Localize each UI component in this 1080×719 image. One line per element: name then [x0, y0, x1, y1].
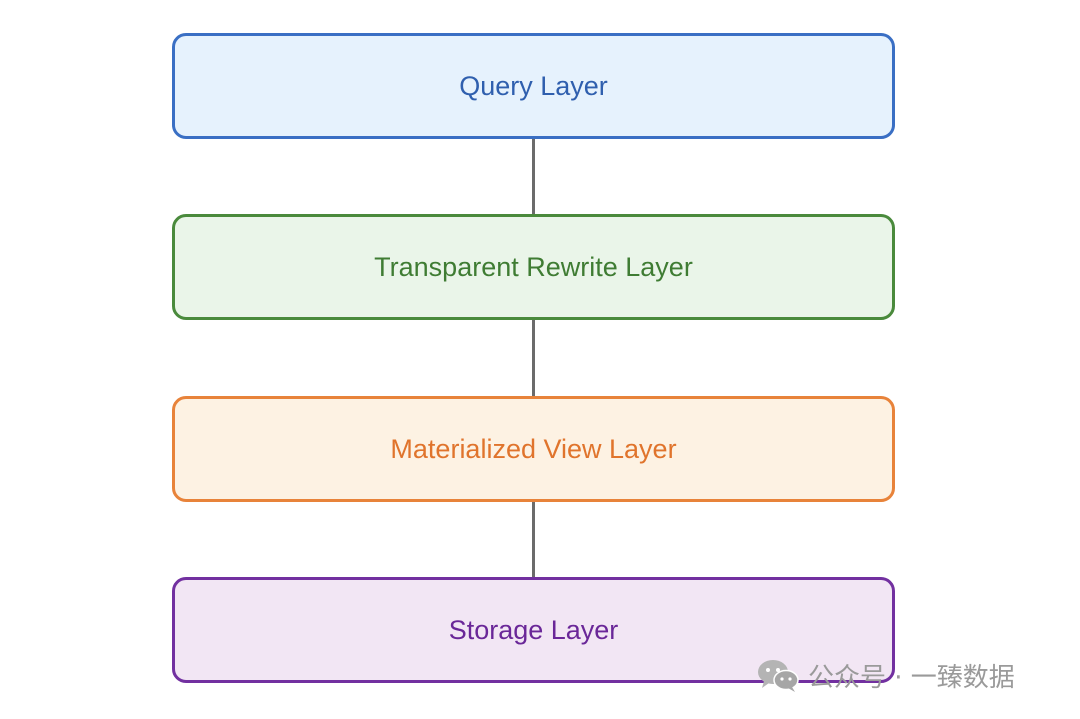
materialized-view-layer-label: Materialized View Layer	[390, 433, 677, 464]
query-layer-box: Query Layer	[172, 33, 895, 139]
storage-layer-label: Storage Layer	[448, 614, 619, 645]
storage-layer-box: Storage Layer	[172, 577, 895, 683]
connector-mv-storage	[532, 502, 535, 577]
watermark-text: 公众号 · 一臻数据	[808, 662, 1015, 693]
wechat-icon	[758, 660, 799, 692]
transparent-rewrite-layer-box: Transparent Rewrite Layer	[172, 214, 895, 320]
connector-rewrite-mv	[532, 320, 535, 396]
connector-query-rewrite	[532, 139, 535, 214]
materialized-view-layer-box: Materialized View Layer	[172, 396, 895, 502]
query-layer-label: Query Layer	[459, 70, 608, 101]
watermark: 公众号 · 一臻数据	[756, 655, 1015, 695]
transparent-rewrite-layer-label: Transparent Rewrite Layer	[374, 251, 693, 282]
